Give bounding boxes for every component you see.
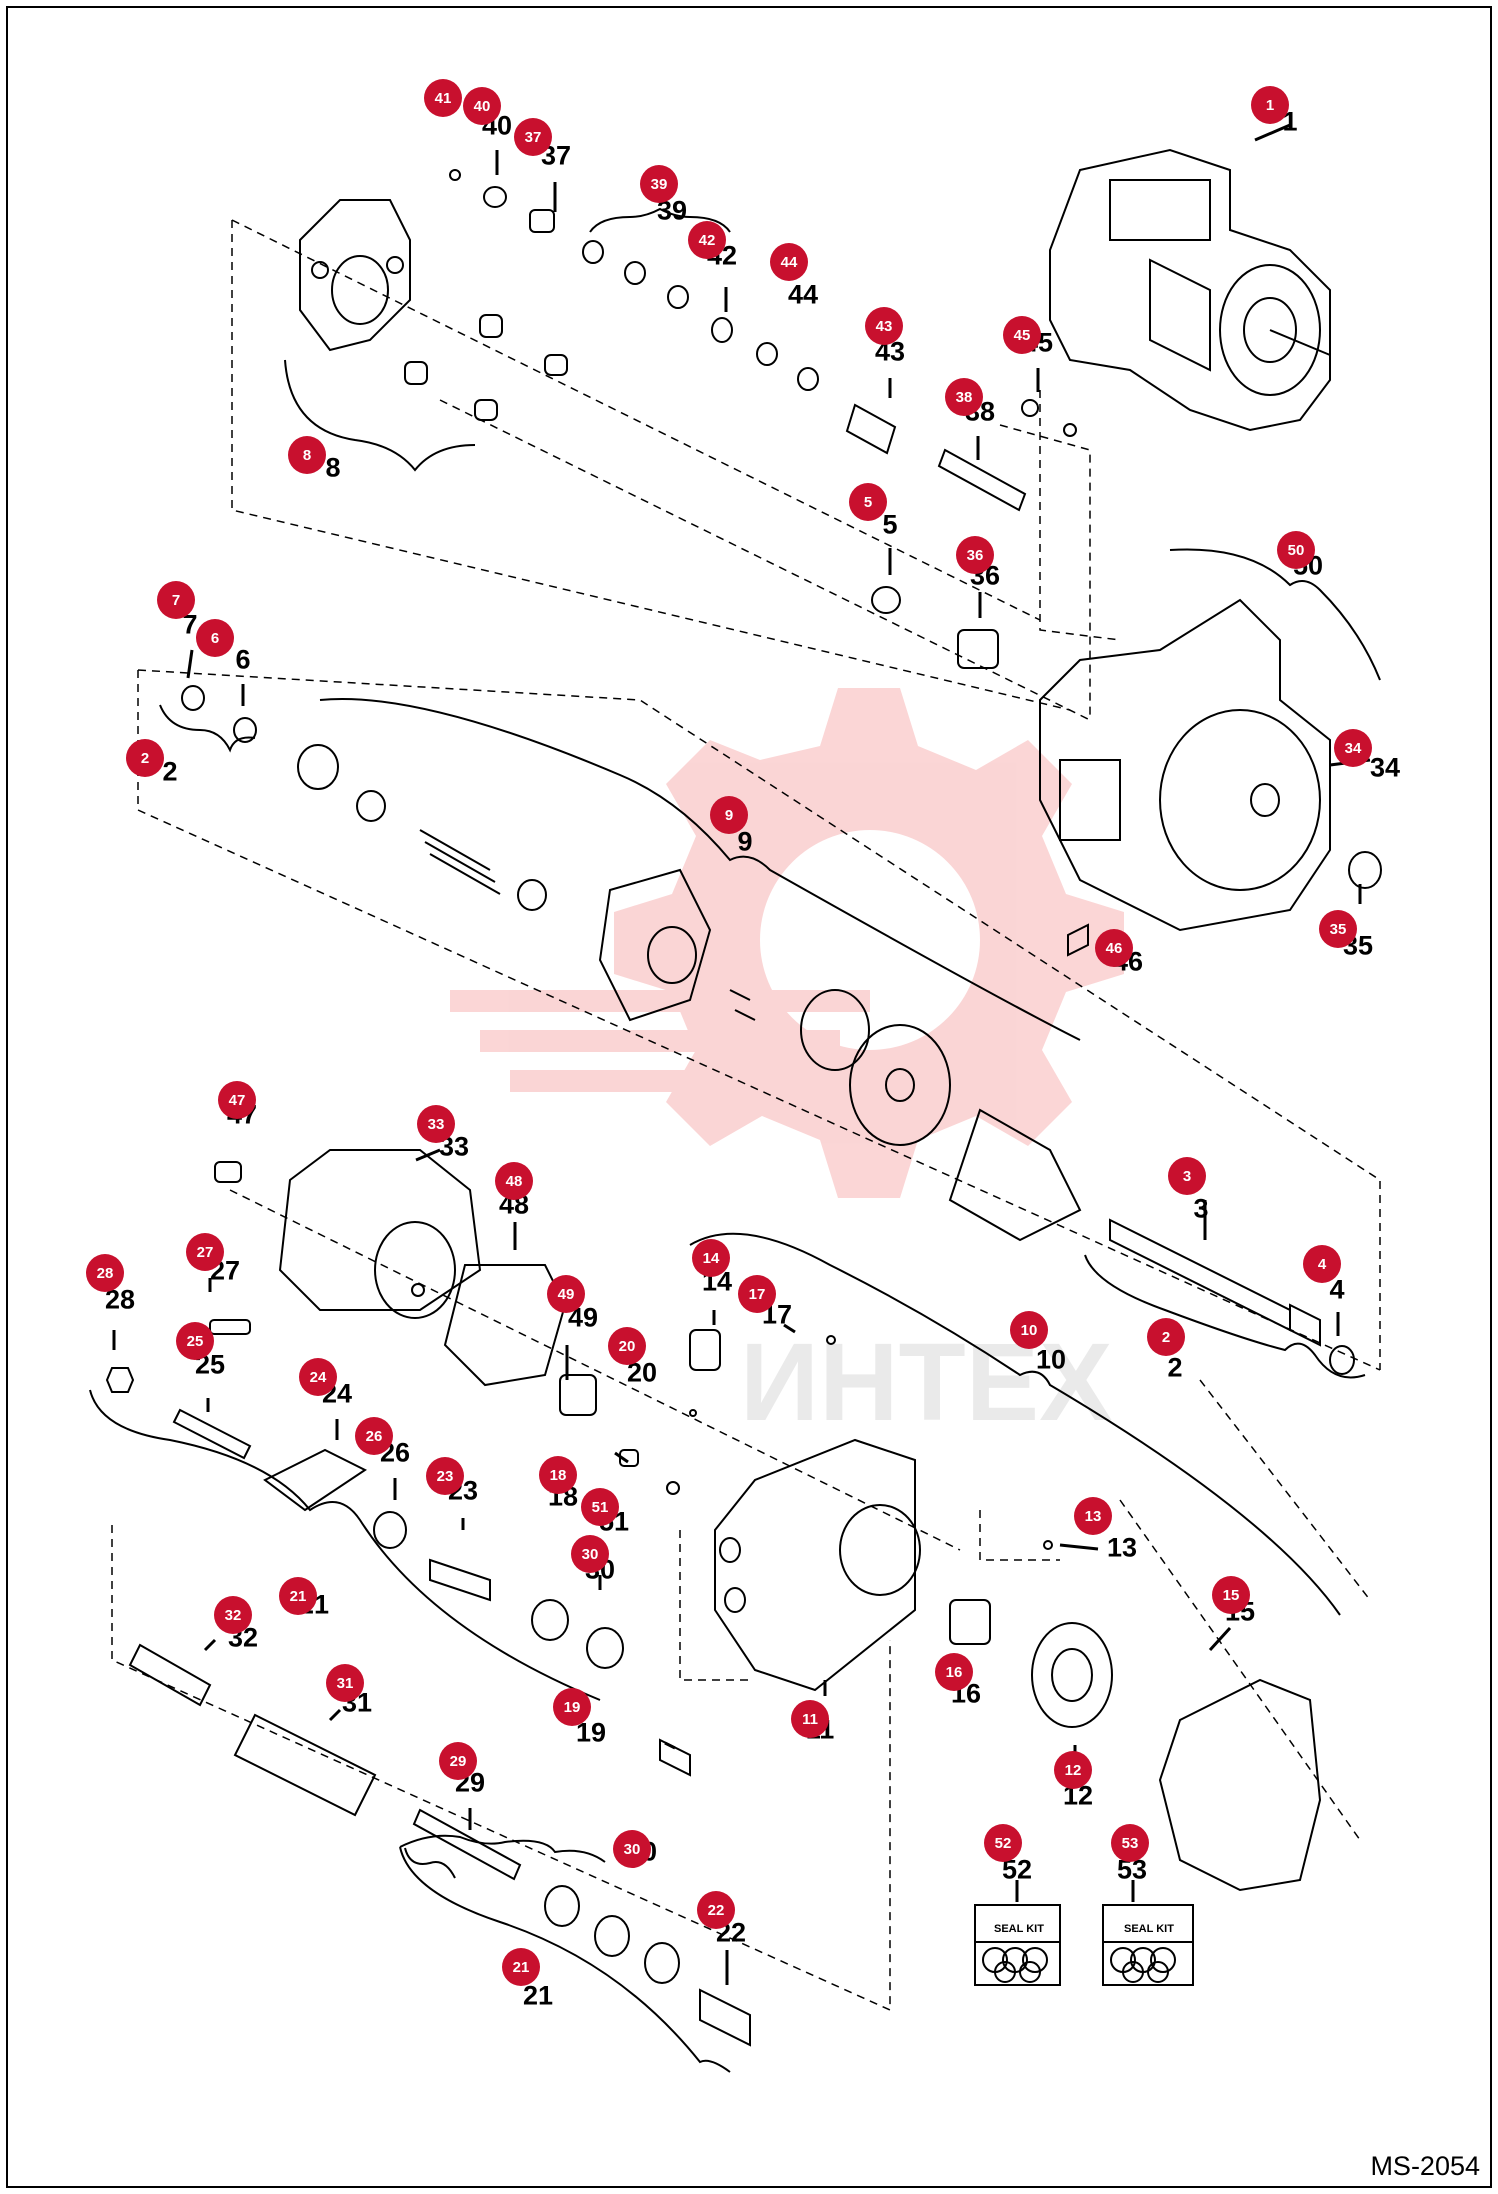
port-plate-and-gasket <box>949 1599 1322 1892</box>
valve-block <box>714 1438 921 1692</box>
callout-bubble-c37: 37 <box>514 118 552 156</box>
pump-assembly-complete <box>1049 148 1331 432</box>
assembly-axis-lines <box>111 219 1381 2012</box>
callout-bubble-c51: 51 <box>581 1488 619 1526</box>
part-number-c10: 10 <box>1035 1344 1067 1375</box>
part-number-c21b: 21 <box>522 1980 554 2011</box>
callout-bubble-c2b: 2 <box>1147 1318 1185 1356</box>
callout-bubble-c9: 9 <box>710 796 748 834</box>
callout-bubble-c53: 53 <box>1111 1824 1149 1862</box>
callout-bubble-c3: 3 <box>1168 1157 1206 1195</box>
callout-bubble-c1: 1 <box>1251 86 1289 124</box>
callout-bubble-c24: 24 <box>299 1358 337 1396</box>
callout-bubble-c27: 27 <box>186 1233 224 1271</box>
callout-bubble-c22: 22 <box>697 1891 735 1929</box>
diagram-code: MS-2054 <box>1370 2151 1480 2181</box>
callout-bubble-c7: 7 <box>157 581 195 619</box>
callout-bubble-c28: 28 <box>86 1254 124 1292</box>
callout-bubble-c33: 33 <box>417 1105 455 1143</box>
part-number-c6: 6 <box>235 644 251 675</box>
part-number-c4: 4 <box>1329 1274 1345 1305</box>
callout-bubble-c19: 19 <box>553 1688 591 1726</box>
part-number-c5: 5 <box>882 509 898 540</box>
seal-kit-53 <box>1102 1904 1194 1986</box>
part-number-c9: 9 <box>737 826 753 857</box>
seal-kit-53-label: SEAL KIT <box>1124 1923 1174 1935</box>
callout-bubble-c42: 42 <box>688 221 726 259</box>
seal-and-bearing <box>443 1264 597 1416</box>
callout-bubble-c52: 52 <box>984 1824 1022 1862</box>
callout-bubble-c18: 18 <box>539 1456 577 1494</box>
end-cover-housing <box>214 1149 482 1319</box>
seal-kit-52-label: SEAL KIT <box>994 1923 1044 1935</box>
callout-bubble-c39: 39 <box>640 165 678 203</box>
callout-bubble-c40: 40 <box>463 87 501 125</box>
callout-bubble-c49: 49 <box>547 1275 585 1313</box>
control-parts <box>105 1319 1053 2047</box>
callout-bubble-c10: 10 <box>1010 1311 1048 1349</box>
callout-bubble-c16: 16 <box>935 1653 973 1691</box>
callout-bubble-c30b: 30 <box>613 1830 651 1868</box>
callout-bubble-c25: 25 <box>176 1322 214 1360</box>
diagram-frame <box>6 6 1492 2188</box>
watermark-text: ИНТЕХ <box>740 1321 1112 1444</box>
callout-bubble-c46: 46 <box>1095 929 1133 967</box>
callout-bubble-c23: 23 <box>426 1457 464 1495</box>
callout-bubble-c31: 31 <box>326 1664 364 1702</box>
callout-bubble-c26: 26 <box>355 1417 393 1455</box>
callout-bubble-c11: 11 <box>791 1700 829 1738</box>
cover-plate <box>299 199 411 352</box>
callout-bubble-c45: 45 <box>1003 316 1041 354</box>
part-number-c13: 13 <box>1106 1532 1138 1563</box>
part-number-c2a: 2 <box>162 756 178 787</box>
part-number-c34: 34 <box>1369 752 1401 783</box>
callout-bubble-c29: 29 <box>439 1742 477 1780</box>
callout-bubble-c21a: 21 <box>279 1577 317 1615</box>
callout-bubble-c34: 34 <box>1334 729 1372 767</box>
callout-bubble-c8: 8 <box>288 436 326 474</box>
callout-bubble-c13: 13 <box>1074 1497 1112 1535</box>
part-number-c8: 8 <box>325 452 341 483</box>
part-number-c7: 7 <box>182 609 198 640</box>
callout-bubble-c15: 15 <box>1212 1576 1250 1614</box>
rotating-group <box>181 685 1082 1242</box>
callout-bubble-c12: 12 <box>1054 1751 1092 1789</box>
watermark-logo <box>450 688 1124 1198</box>
callout-bubble-c35: 35 <box>1319 910 1357 948</box>
callout-bubble-c43: 43 <box>865 307 903 345</box>
callout-bubble-c48: 48 <box>495 1162 533 1200</box>
assembly-braces <box>89 207 1381 2073</box>
callout-bubble-c17: 17 <box>738 1275 776 1313</box>
small-parts-top <box>404 169 1077 669</box>
callout-bubble-c20: 20 <box>608 1327 646 1365</box>
callout-bubble-c38: 38 <box>945 378 983 416</box>
callout-bubble-c41: 41 <box>424 79 462 117</box>
callout-bubble-c5: 5 <box>849 483 887 521</box>
callout-bubble-c44: 44 <box>770 243 808 281</box>
callout-bubble-c36: 36 <box>956 536 994 574</box>
part-number-c2b: 2 <box>1167 1352 1183 1383</box>
callout-bubble-c47: 47 <box>218 1081 256 1119</box>
callout-bubble-c6: 6 <box>196 619 234 657</box>
part-number-c44: 44 <box>787 279 819 310</box>
callout-bubble-c32: 32 <box>214 1596 252 1634</box>
drive-shaft <box>1109 1218 1355 1375</box>
pump-housing <box>1039 598 1382 957</box>
callout-bubble-c21b: 21 <box>502 1948 540 1986</box>
callout-bubble-c4: 4 <box>1303 1245 1341 1283</box>
callout-bubble-c14: 14 <box>692 1239 730 1277</box>
callout-bubble-c30a: 30 <box>571 1535 609 1573</box>
part-number-c3: 3 <box>1193 1193 1209 1224</box>
callout-bubble-c2a: 2 <box>126 739 164 777</box>
callout-bubble-c50: 50 <box>1277 531 1315 569</box>
seal-kit-52 <box>974 1904 1061 1986</box>
